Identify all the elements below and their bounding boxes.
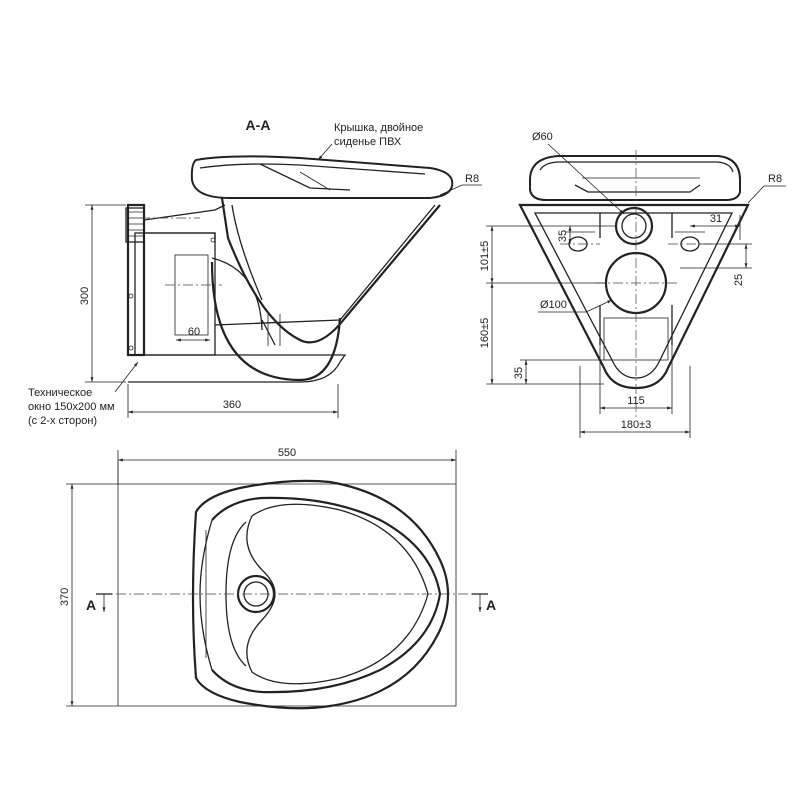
lid-note-line1: Крышка, двойное [334,122,423,134]
dia-60-label: Ø60 [532,131,553,143]
front-view: 101±5 160±5 35 35 31 25 115 180±3 R8 Ø60 [479,131,786,438]
section-mark-right: А [486,597,496,613]
top-view: 550 370 А А [59,447,496,710]
bowl-outline [220,197,441,344]
section-title: А-А [246,117,271,133]
dim-160-label: 160±5 [479,318,491,349]
dim-300-label: 300 [79,287,91,305]
window-note-line1: Техническое [28,387,92,399]
side-r8-label: R8 [465,173,479,185]
dim-25-label: 25 [733,274,745,286]
top-bowl-outline [191,479,450,710]
outlet-60-circle [614,206,654,246]
dim-101-label: 101±5 [479,241,491,272]
section-mark-left: А [86,597,96,613]
tech-window-outline [174,254,209,336]
window-note-line2: окно 150х200 мм [28,401,115,413]
front-body-outline [518,203,750,390]
dim-35-lower-label: 35 [513,367,525,379]
window-note-line3: (с 2-х сторон) [28,415,97,427]
rear-flange [126,203,146,357]
dim-360-label: 360 [223,399,241,411]
lid-note-line2: сиденье ПВХ [334,136,402,148]
front-r8-label: R8 [768,173,782,185]
dia-100-label: Ø100 [540,299,567,311]
dim-115-label: 115 [627,395,645,407]
dim-370-label: 370 [59,588,71,606]
seat-lid-shape [190,155,454,199]
dim-550-label: 550 [278,447,296,459]
dim-31-label: 31 [710,213,722,225]
dim-180-label: 180±3 [621,419,652,431]
side-section-view: 300 360 60 R8 Крышка, двойное сиденье ПВ… [28,117,482,427]
dim-35-upper-label: 35 [557,230,569,242]
dim-60-label: 60 [188,326,200,338]
